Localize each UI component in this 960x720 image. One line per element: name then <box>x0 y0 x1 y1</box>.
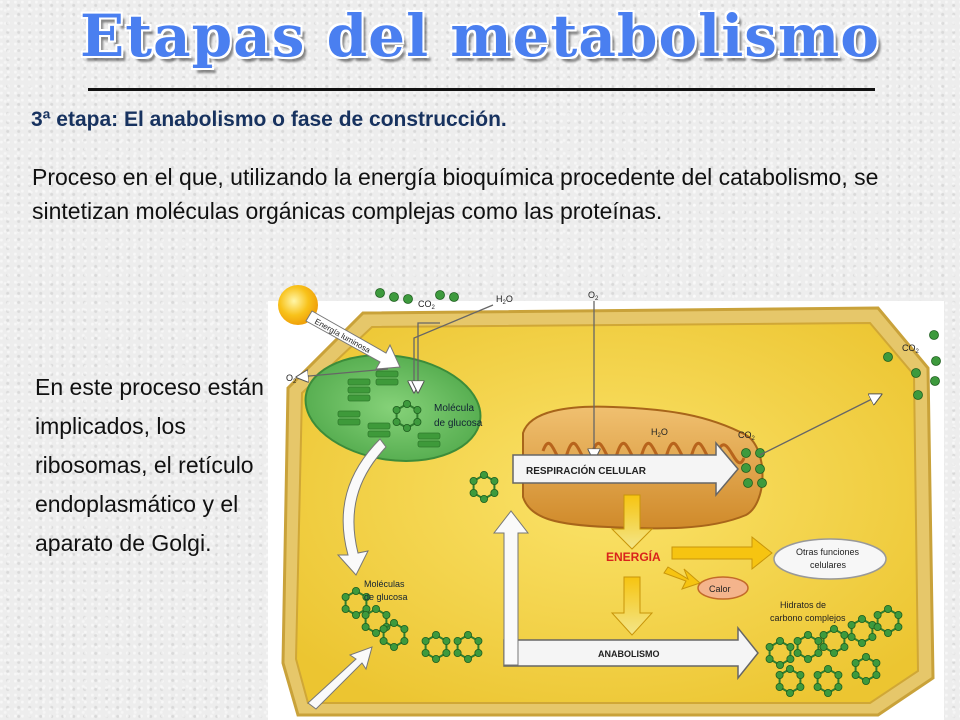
label-h2o-top: H2O <box>496 294 513 306</box>
label-calor: Calor <box>709 584 731 594</box>
label-molecula: Molécula <box>434 403 474 414</box>
label-moleculas: Moléculas <box>364 579 405 589</box>
label-otras-funciones: Otras funciones <box>796 547 860 557</box>
sun-icon <box>278 285 318 325</box>
label-co2-right: CO2 <box>902 343 920 355</box>
co2-molecules-mito <box>741 448 767 488</box>
chloroplast <box>304 354 482 462</box>
label-celulares: celulares <box>810 560 847 570</box>
label-hidratos: Hidratos de <box>780 600 826 610</box>
label-respiracion: RESPIRACIÓN CELULAR <box>526 464 647 477</box>
page-title: Etapas del metabolismo <box>80 2 880 70</box>
label-de-glucosa: de glucosa <box>434 418 483 429</box>
metabolism-diagram: Molécula de glucosa H2O CO2 CO2 H2O O2 C… <box>268 285 944 720</box>
co2-molecules-top <box>375 288 459 304</box>
description-paragraph: Proceso en el que, utilizando la energía… <box>32 164 879 224</box>
energy-flow <box>610 494 773 636</box>
respiration-arrow: RESPIRACIÓN CELULAR <box>512 440 739 498</box>
label-o2-left: O2 <box>286 373 297 385</box>
label-co2-mito: CO2 <box>738 430 756 442</box>
label-de-glucosa-2: de glucosa <box>364 592 408 602</box>
label-h2o-mito: H2O <box>651 427 668 439</box>
label-carbono-complejos: carbono complejos <box>770 613 846 623</box>
label-energia: ENERGÍA <box>606 549 661 564</box>
curved-arrows <box>307 438 530 710</box>
organelles-text: En este proceso están implicados, los ri… <box>35 374 264 556</box>
anabolism-arrow: ANABOLISMO <box>503 625 759 681</box>
label-co2-top: CO2 <box>418 299 436 311</box>
flow-arrows-thin <box>298 301 880 459</box>
label-anabolismo: ANABOLISMO <box>598 649 660 659</box>
subtitle: 3ª etapa: El anabolismo o fase de constr… <box>31 108 507 131</box>
heat-bubble <box>697 576 749 600</box>
label-o2-top: O2 <box>588 290 599 302</box>
co2-molecules-right <box>883 330 941 400</box>
title-underline <box>88 88 875 91</box>
other-functions-bubble <box>773 538 887 580</box>
